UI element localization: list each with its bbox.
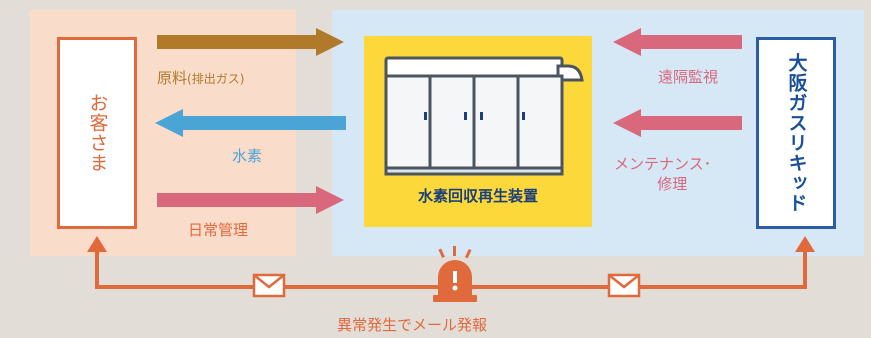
customer-label: お客さま xyxy=(86,93,109,173)
envelope-icon xyxy=(607,273,641,298)
device-label: 水素回収再生装置 xyxy=(417,187,538,205)
hydrogen-device-icon xyxy=(384,56,584,176)
envelope-icon xyxy=(252,273,286,298)
osaka-liquid-label: 大阪ガスリキッド xyxy=(785,53,808,213)
customer-node: お客さま xyxy=(57,37,137,229)
osaka-liquid-node: 大阪ガスリキッド xyxy=(756,37,836,229)
alert-label: 異常発生でメール発報 xyxy=(337,316,488,334)
hydrogen-recovery-device-node: 水素回収再生装置 xyxy=(364,36,592,227)
maintenance-label-line2: 修理 xyxy=(657,174,688,193)
hydrogen-label: 水素 xyxy=(232,147,263,165)
raw-material-label: 原料(排出ガス) xyxy=(157,67,244,88)
raw-material-text: 原料 xyxy=(157,69,188,87)
remote-monitoring-label: 遠隔監視 xyxy=(658,68,719,86)
maintenance-label-line1: メンテナンス･ xyxy=(614,155,712,173)
maintenance-label: メンテナンス･ 修理 xyxy=(614,155,711,194)
raw-material-note: (排出ガス) xyxy=(187,72,245,86)
daily-management-label: 日常管理 xyxy=(188,221,249,239)
